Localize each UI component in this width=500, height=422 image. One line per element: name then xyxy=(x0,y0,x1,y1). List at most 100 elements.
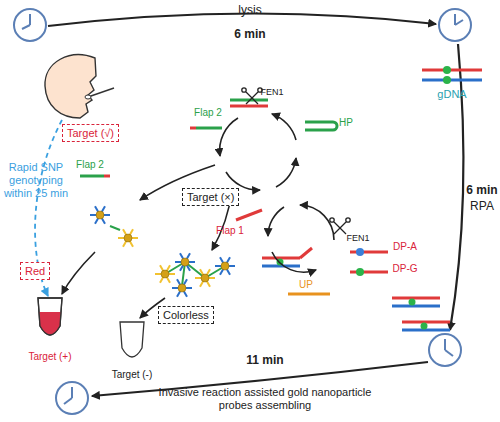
dna-strand xyxy=(422,79,482,82)
probe-strand xyxy=(356,268,364,276)
dna-strand xyxy=(392,66,482,330)
dashed-box: Target (×) xyxy=(182,188,239,206)
clock-icon xyxy=(454,14,456,25)
scissors-symbol xyxy=(334,222,346,234)
text-label: DP-G xyxy=(393,262,418,275)
gold-nanoparticle xyxy=(118,229,138,246)
reaction-arrow xyxy=(300,205,334,240)
tube-icon xyxy=(120,322,144,357)
box-label: Target (×) xyxy=(187,190,234,204)
reaction-arrow xyxy=(62,114,334,318)
gold-nanoparticle xyxy=(90,206,110,223)
scissors-symbol xyxy=(242,88,246,92)
face-swab xyxy=(85,95,91,99)
probe-strand xyxy=(236,210,262,220)
tube-icon xyxy=(38,298,62,335)
probe-strand xyxy=(305,122,337,130)
dna-strand xyxy=(443,76,451,84)
clock-icon xyxy=(14,9,46,41)
scissors-symbol xyxy=(246,92,258,104)
face-swab xyxy=(88,88,114,97)
text-label: RPA xyxy=(470,200,494,213)
dna-strand xyxy=(402,321,450,324)
probe-strand xyxy=(196,127,222,130)
face-swab xyxy=(45,55,114,118)
box-label: Target (√) xyxy=(67,126,114,140)
clock-icon xyxy=(439,9,471,41)
cycle-arrow xyxy=(450,44,463,330)
probe-strand xyxy=(80,175,104,178)
clock-icon xyxy=(445,350,453,356)
clock-icon xyxy=(29,14,31,25)
probe-strand xyxy=(230,105,268,108)
text-label: Target (+) xyxy=(28,350,71,363)
text-label: FEN1 xyxy=(346,232,369,245)
gold-nanoparticle xyxy=(155,265,175,282)
text-label: Rapid SNP genotyping within 25 min xyxy=(2,161,70,200)
scissors-symbol xyxy=(330,218,334,222)
text-label: 6 min xyxy=(466,184,497,197)
dashed-box: Target (√) xyxy=(62,124,119,142)
reaction-arrow xyxy=(220,118,238,156)
reaction-arrow xyxy=(62,252,95,294)
gold-nanoparticle xyxy=(215,257,235,274)
dna-strand xyxy=(409,299,416,306)
dna-strand xyxy=(402,329,450,332)
text-label: FEN1 xyxy=(260,86,283,99)
reaction-arrow xyxy=(272,252,316,272)
text-label: 11 min xyxy=(246,354,283,367)
probe-strand xyxy=(288,293,330,296)
clock-icon xyxy=(64,398,72,404)
clock-icon xyxy=(444,339,446,350)
probe-strand xyxy=(190,127,196,130)
text-label: Flap 2 xyxy=(76,158,104,171)
scissors-symbol xyxy=(334,222,346,234)
reaction-arrow xyxy=(276,158,296,187)
probe-strand xyxy=(300,248,312,258)
tube-icon xyxy=(39,312,61,335)
dna-strand xyxy=(443,66,451,74)
probe-strand xyxy=(104,175,110,178)
text-label: UP xyxy=(299,278,313,291)
clock-icon xyxy=(22,25,30,29)
text-label: lysis xyxy=(238,4,261,17)
reaction-arrow xyxy=(268,207,284,236)
dashed-box: Colorless xyxy=(158,306,214,324)
probe-strand xyxy=(356,248,364,256)
box-label: Red xyxy=(25,264,45,278)
clock-icon xyxy=(71,387,73,398)
clock-icon xyxy=(56,382,88,414)
gold-nanoparticle xyxy=(175,253,195,270)
scissors-symbol xyxy=(346,218,350,222)
clock-icon xyxy=(14,9,471,414)
text-label: HP xyxy=(339,116,353,129)
dna-strand xyxy=(392,305,440,308)
tube-icon xyxy=(38,298,144,357)
probe-strand xyxy=(80,100,388,294)
box-label: Colorless xyxy=(163,308,209,322)
text-label: DP-A xyxy=(393,240,417,253)
text-label: gDNA xyxy=(437,88,466,101)
gold-nanoparticle xyxy=(110,226,120,230)
gold-nanoparticle xyxy=(172,279,192,296)
clock-icon xyxy=(429,334,461,366)
scissors-symbol xyxy=(242,88,350,234)
gold-nanoparticle xyxy=(90,206,235,296)
dna-strand xyxy=(392,297,440,300)
cycle-arrow xyxy=(48,13,463,396)
tube-icon xyxy=(38,298,62,335)
gold-nanoparticle xyxy=(195,269,215,286)
text-label: Flap 2 xyxy=(194,106,222,119)
scissors-symbol xyxy=(246,92,258,104)
text-label: Invasive reaction assisted gold nanopart… xyxy=(150,386,380,412)
face-swab xyxy=(45,55,96,118)
reaction-arrow xyxy=(272,114,296,140)
text-label: 6 min xyxy=(234,28,265,41)
dashed-box: Red xyxy=(20,262,50,280)
dna-strand xyxy=(421,323,428,330)
dna-strand xyxy=(422,69,482,72)
text-label: Flap 1 xyxy=(216,224,244,237)
probe-strand xyxy=(350,251,388,254)
text-label: Target (-) xyxy=(112,368,153,381)
clock-icon xyxy=(455,20,463,25)
